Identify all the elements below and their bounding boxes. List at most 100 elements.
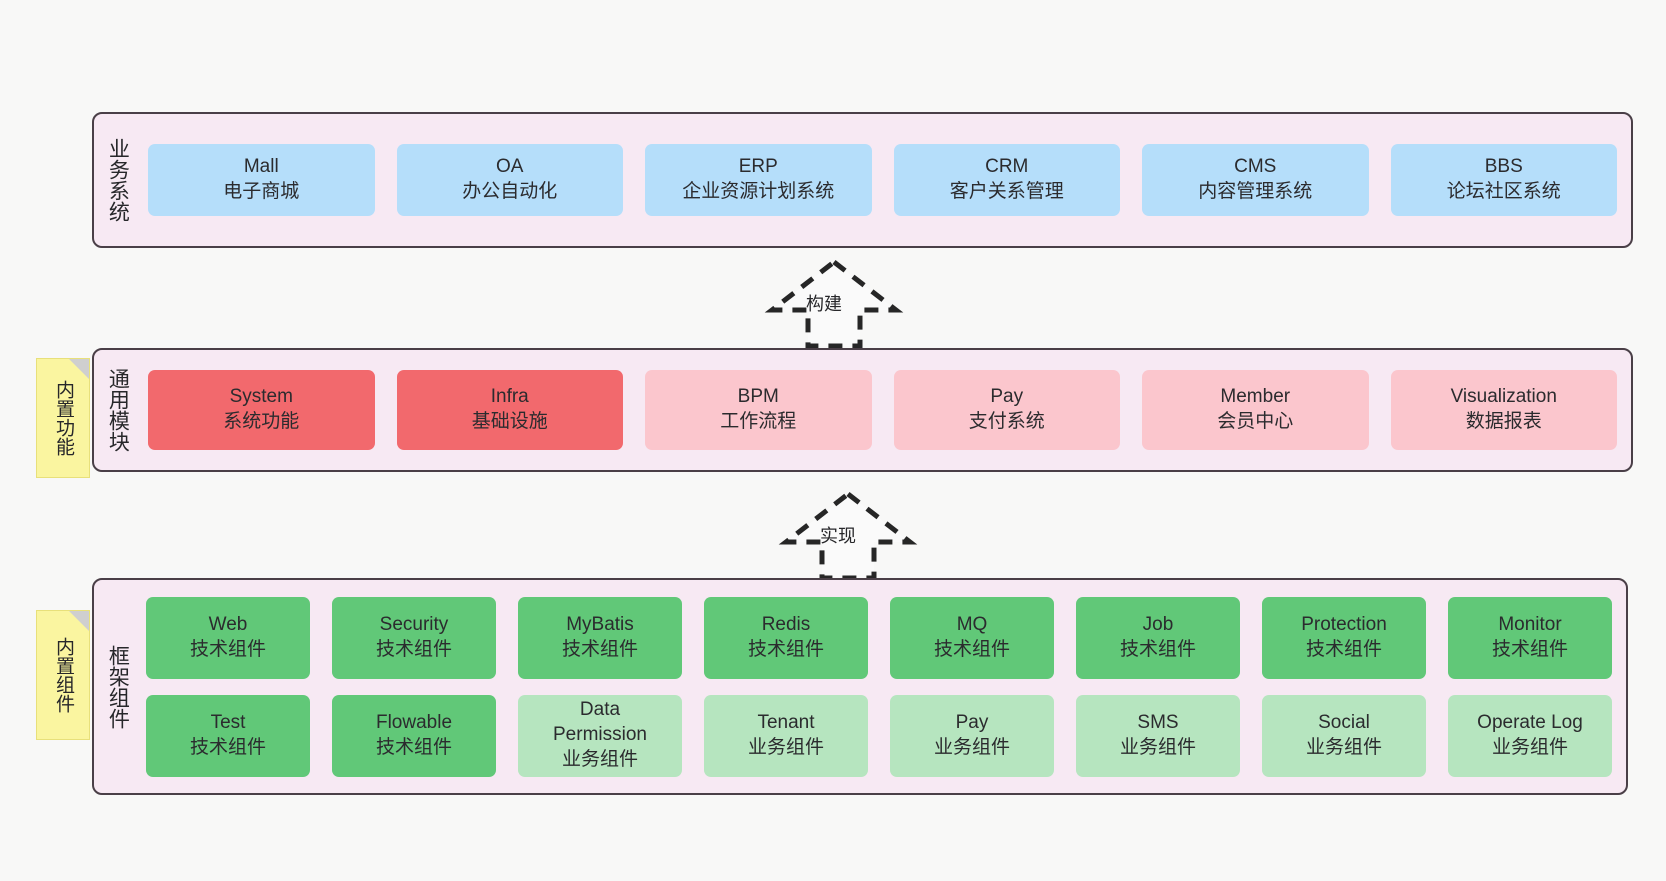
layer-framework-components: 框架组件 Web 技术组件 Security 技术组件 MyBatis 技术组件…: [92, 578, 1628, 795]
card-subtitle: 工作流程: [720, 411, 797, 432]
card-mq[interactable]: MQ 技术组件: [890, 596, 1054, 679]
card-title: CRM: [985, 156, 1029, 178]
card-subtitle: 技术组件: [933, 638, 1010, 660]
card-title: Test: [210, 711, 246, 733]
card-title: Security: [379, 613, 449, 635]
card-subtitle: 支付系统: [968, 411, 1045, 432]
card-subtitle: 论坛社区系统: [1446, 181, 1561, 202]
card-security[interactable]: Security 技术组件: [332, 596, 496, 679]
card-subtitle: 办公自动化: [462, 181, 558, 202]
card-bbs[interactable]: BBS 论坛社区系统: [1390, 144, 1617, 216]
layer-body-common: System 系统功能 Infra 基础设施 BPM 工作流程 Pay 支付系统…: [140, 350, 1631, 470]
card-cms[interactable]: CMS 内容管理系统: [1142, 144, 1369, 216]
card-title: Member: [1220, 386, 1291, 408]
card-subtitle: 技术组件: [189, 736, 266, 758]
card-subtitle: 技术组件: [189, 638, 266, 660]
card-subtitle: 技术组件: [375, 736, 452, 758]
card-title: BPM: [737, 386, 779, 408]
card-subtitle: 业务组件: [747, 736, 824, 758]
card-subtitle: 技术组件: [747, 638, 824, 660]
note-fold-corner-icon: [69, 611, 89, 631]
card-mall[interactable]: Mall 电子商城: [148, 144, 375, 216]
card-operate-log[interactable]: Operate Log 业务组件: [1448, 694, 1612, 777]
card-subtitle: 数据报表: [1465, 411, 1542, 432]
layer-business-systems: 业务系统 Mall 电子商城 OA 办公自动化 ERP 企业资源计划系统 CRM…: [92, 112, 1633, 248]
card-subtitle: 会员中心: [1217, 411, 1294, 432]
layer-title-business: 业务系统: [106, 138, 130, 222]
card-title: Tenant: [757, 711, 815, 733]
layer-body-frame: Web 技术组件 Security 技术组件 MyBatis 技术组件 Redi…: [140, 580, 1626, 793]
card-redis[interactable]: Redis 技术组件: [704, 596, 868, 679]
card-title: Mall: [243, 156, 279, 178]
card-title: ERP: [738, 156, 778, 178]
card-subtitle: 业务组件: [1305, 736, 1382, 758]
card-title: Pay: [990, 386, 1024, 408]
card-oa[interactable]: OA 办公自动化: [396, 144, 623, 216]
card-title-line2: Permission: [553, 724, 647, 746]
card-subtitle: 业务组件: [561, 748, 638, 770]
card-row: Web 技术组件 Security 技术组件 MyBatis 技术组件 Redi…: [146, 596, 1612, 679]
layer-title-common: 通用模块: [106, 368, 130, 452]
card-title: OA: [496, 156, 524, 178]
card-subtitle: 企业资源计划系统: [682, 181, 835, 202]
note-label: 内置组件: [53, 637, 75, 713]
card-title: Job: [1142, 613, 1174, 635]
card-subtitle: 客户关系管理: [949, 181, 1064, 202]
card-title: Flowable: [375, 711, 453, 733]
card-title: Visualization: [1450, 386, 1557, 408]
card-title: MQ: [956, 613, 988, 635]
card-subtitle: 电子商城: [223, 181, 300, 202]
layer-common-modules: 通用模块 System 系统功能 Infra 基础设施 BPM 工作流程 Pay…: [92, 348, 1633, 472]
card-pay-business[interactable]: Pay 业务组件: [890, 694, 1054, 777]
card-row: Test 技术组件 Flowable 技术组件 Data Permission …: [146, 694, 1612, 777]
note-builtin-function: 内置功能: [36, 358, 90, 478]
card-subtitle: 内容管理系统: [1198, 181, 1313, 202]
note-builtin-component: 内置组件: [36, 610, 90, 740]
card-title: Redis: [761, 613, 811, 635]
card-subtitle: 系统功能: [223, 411, 300, 432]
card-tenant[interactable]: Tenant 业务组件: [704, 694, 868, 777]
card-subtitle: 业务组件: [1491, 736, 1568, 758]
card-subtitle: 技术组件: [1305, 638, 1382, 660]
card-title: MyBatis: [566, 613, 634, 635]
card-subtitle: 技术组件: [1491, 638, 1568, 660]
note-label: 内置功能: [53, 380, 75, 456]
card-title: Pay: [955, 711, 989, 733]
card-bpm[interactable]: BPM 工作流程: [645, 370, 872, 450]
card-subtitle: 业务组件: [933, 736, 1010, 758]
card-title: BBS: [1484, 156, 1523, 178]
card-crm[interactable]: CRM 客户关系管理: [893, 144, 1120, 216]
card-erp[interactable]: ERP 企业资源计划系统: [645, 144, 872, 216]
arrow-label-implement: 实现: [820, 526, 856, 546]
card-row: System 系统功能 Infra 基础设施 BPM 工作流程 Pay 支付系统…: [148, 370, 1617, 450]
note-fold-corner-icon: [69, 359, 89, 379]
card-test[interactable]: Test 技术组件: [146, 694, 310, 777]
card-infra[interactable]: Infra 基础设施: [396, 370, 623, 450]
card-data-permission[interactable]: Data Permission 业务组件: [518, 694, 682, 777]
card-flowable[interactable]: Flowable 技术组件: [332, 694, 496, 777]
card-protection[interactable]: Protection 技术组件: [1262, 596, 1426, 679]
card-title: System: [229, 386, 293, 408]
card-system[interactable]: System 系统功能: [148, 370, 375, 450]
card-mybatis[interactable]: MyBatis 技术组件: [518, 596, 682, 679]
card-subtitle: 技术组件: [561, 638, 638, 660]
card-member[interactable]: Member 会员中心: [1142, 370, 1369, 450]
card-job[interactable]: Job 技术组件: [1076, 596, 1240, 679]
card-social[interactable]: Social 业务组件: [1262, 694, 1426, 777]
arrow-implement: 实现: [758, 488, 938, 580]
card-monitor[interactable]: Monitor 技术组件: [1448, 596, 1612, 679]
card-subtitle: 技术组件: [375, 638, 452, 660]
card-row: Mall 电子商城 OA 办公自动化 ERP 企业资源计划系统 CRM 客户关系…: [148, 144, 1617, 216]
card-visualization[interactable]: Visualization 数据报表: [1390, 370, 1617, 450]
card-title: SMS: [1137, 711, 1179, 733]
layer-title-frame: 框架组件: [106, 644, 130, 729]
card-sms[interactable]: SMS 业务组件: [1076, 694, 1240, 777]
card-title: Infra: [490, 386, 529, 408]
card-subtitle: 业务组件: [1119, 736, 1196, 758]
layer-body-business: Mall 电子商城 OA 办公自动化 ERP 企业资源计划系统 CRM 客户关系…: [140, 114, 1631, 246]
card-pay[interactable]: Pay 支付系统: [893, 370, 1120, 450]
card-web[interactable]: Web 技术组件: [146, 596, 310, 679]
card-title: Operate Log: [1477, 711, 1583, 733]
card-title: Protection: [1301, 613, 1387, 635]
